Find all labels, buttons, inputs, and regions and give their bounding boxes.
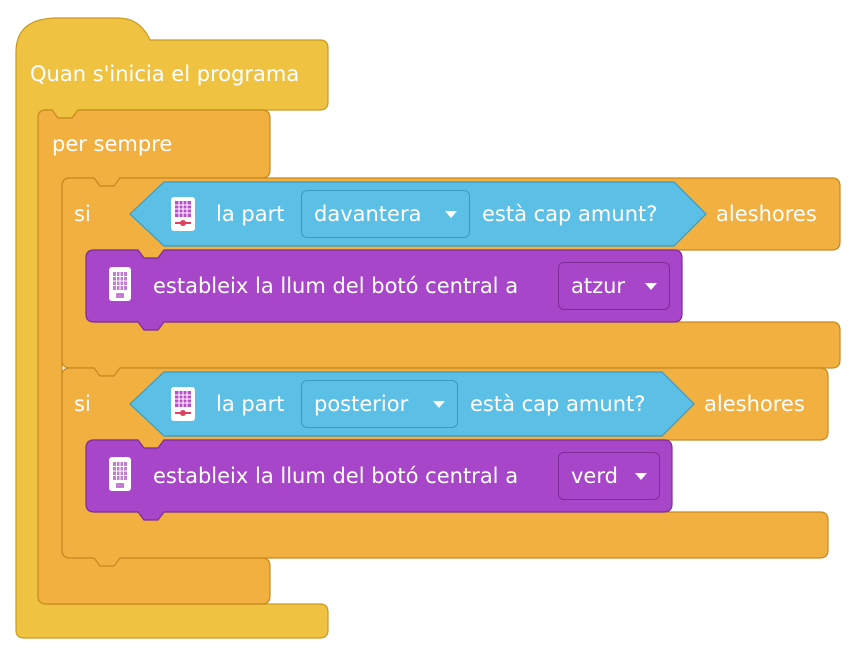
color-dropdown-1[interactable]: atzur — [558, 262, 670, 310]
if-2-si-label: si — [74, 392, 91, 416]
color-dropdown-2[interactable]: verd — [558, 452, 660, 500]
forever-label: per sempre — [52, 132, 173, 156]
color-dropdown-2-value: verd — [571, 463, 618, 488]
chevron-down-icon — [645, 283, 657, 290]
set-light-block-1[interactable] — [85, 249, 683, 331]
chevron-down-icon — [433, 401, 445, 408]
hub-light-icon — [109, 457, 131, 491]
hub-tilt-icon — [171, 387, 195, 421]
condition-1-prefix: la part — [216, 202, 285, 226]
side-dropdown-1-value: davantera — [314, 201, 422, 226]
condition-2-prefix: la part — [216, 392, 285, 416]
hub-tilt-icon — [171, 197, 195, 231]
side-dropdown-1[interactable]: davantera — [301, 190, 470, 238]
condition-2-suffix: està cap amunt? — [470, 392, 646, 416]
color-dropdown-1-value: atzur — [571, 273, 626, 298]
condition-1-suffix: està cap amunt? — [482, 202, 658, 226]
set-light-2-label: estableix la llum del botó central a — [153, 464, 519, 488]
side-dropdown-2[interactable]: posterior — [301, 380, 458, 428]
hub-light-icon — [109, 267, 131, 301]
if-1-then-label: aleshores — [716, 202, 817, 226]
set-light-block-2[interactable] — [85, 439, 673, 521]
if-1-si-label: si — [74, 202, 91, 226]
side-dropdown-2-value: posterior — [314, 391, 409, 416]
set-light-1-label: estableix la llum del botó central a — [153, 274, 519, 298]
if-2-then-label: aleshores — [704, 392, 805, 416]
chevron-down-icon — [445, 211, 457, 218]
when-program-starts-label: Quan s'inicia el programa — [30, 62, 300, 86]
chevron-down-icon — [635, 473, 647, 480]
